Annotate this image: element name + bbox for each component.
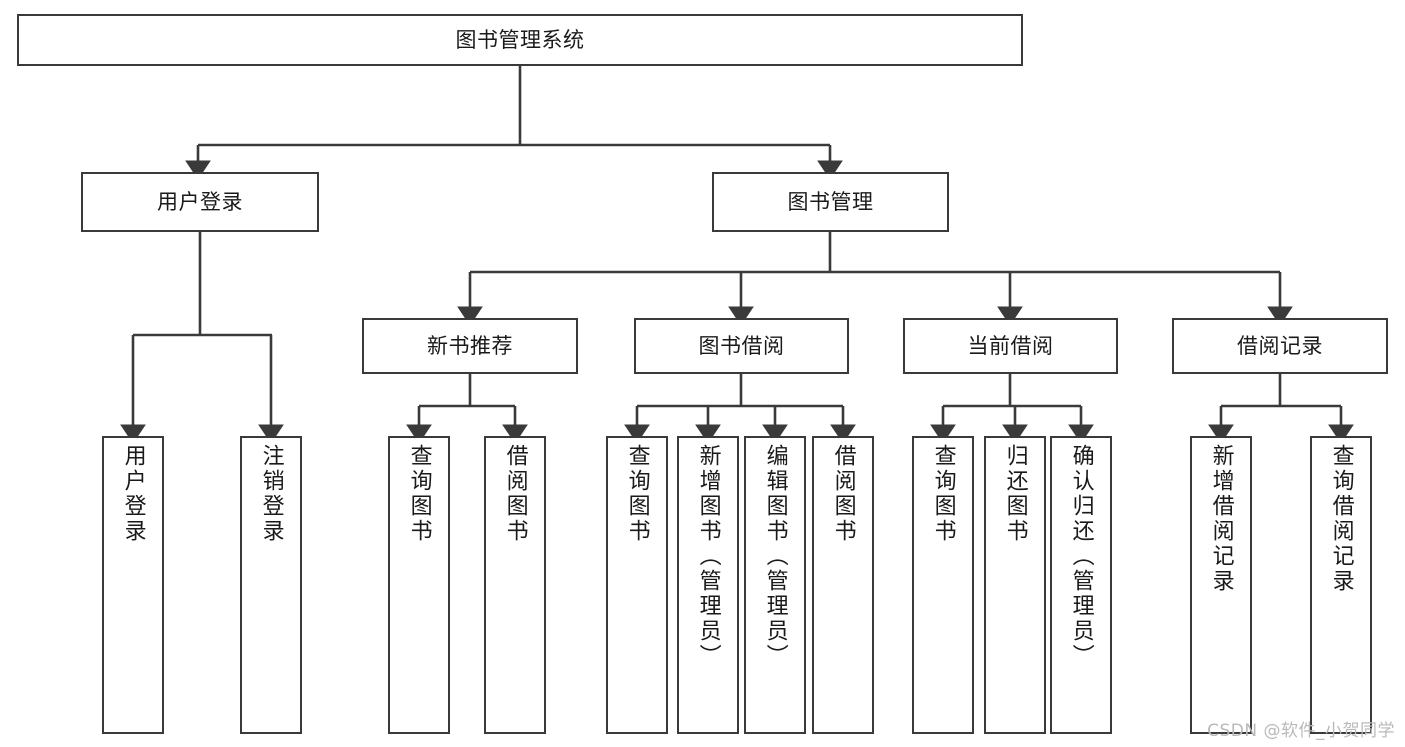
node-leaf-query-book-3-label: 查询图书 [930, 444, 956, 544]
node-leaf-query-record-label: 查询借阅记录 [1328, 444, 1354, 594]
node-leaf-query-book-1-label: 查询图书 [406, 444, 432, 544]
node-leaf-borrow-book-2-label: 借阅图书 [830, 444, 856, 544]
node-leaf-edit-book[interactable]: 编辑图书（管理员） [744, 436, 806, 734]
node-leaf-query-book-2[interactable]: 查询图书 [606, 436, 668, 734]
node-leaf-add-book-label: 新增图书（管理员） [695, 444, 721, 669]
node-leaf-return-book[interactable]: 归还图书 [984, 436, 1046, 734]
node-new-book-recommend[interactable]: 新书推荐 [362, 318, 578, 374]
node-root[interactable]: 图书管理系统 [17, 14, 1023, 66]
node-leaf-add-record[interactable]: 新增借阅记录 [1190, 436, 1252, 734]
csdn-watermark: CSDN @软件_小贺同学 [1207, 721, 1395, 741]
node-current-borrow-label: 当前借阅 [967, 333, 1054, 358]
node-borrow-record-label: 借阅记录 [1237, 333, 1323, 358]
node-user-login[interactable]: 用户登录 [81, 172, 319, 232]
node-leaf-user-login-label: 用户登录 [120, 444, 146, 544]
node-root-label: 图书管理系统 [455, 27, 585, 52]
node-leaf-return-book-label: 归还图书 [1002, 444, 1028, 544]
node-book-borrow-label: 图书借阅 [698, 333, 785, 358]
node-borrow-record[interactable]: 借阅记录 [1172, 318, 1388, 374]
node-leaf-query-book-1[interactable]: 查询图书 [388, 436, 450, 734]
node-leaf-user-logout-label: 注销登录 [258, 444, 284, 544]
node-leaf-confirm-return[interactable]: 确认归还（管理员） [1050, 436, 1112, 734]
node-leaf-query-book-2-label: 查询图书 [624, 444, 650, 544]
node-leaf-confirm-return-label: 确认归还（管理员） [1068, 444, 1094, 669]
node-user-login-label: 用户登录 [157, 189, 243, 214]
node-leaf-edit-book-label: 编辑图书（管理员） [762, 444, 788, 669]
node-leaf-add-book[interactable]: 新增图书（管理员） [677, 436, 739, 734]
node-leaf-add-record-label: 新增借阅记录 [1208, 444, 1234, 594]
node-book-borrow[interactable]: 图书借阅 [634, 318, 849, 374]
node-leaf-user-login[interactable]: 用户登录 [102, 436, 164, 734]
node-book-manage-label: 图书管理 [787, 189, 874, 214]
node-leaf-query-book-3[interactable]: 查询图书 [912, 436, 974, 734]
node-leaf-borrow-book-1[interactable]: 借阅图书 [484, 436, 546, 734]
node-book-manage[interactable]: 图书管理 [712, 172, 949, 232]
node-leaf-user-logout[interactable]: 注销登录 [240, 436, 302, 734]
node-current-borrow[interactable]: 当前借阅 [903, 318, 1118, 374]
node-leaf-borrow-book-1-label: 借阅图书 [502, 444, 528, 544]
node-leaf-query-record[interactable]: 查询借阅记录 [1310, 436, 1372, 734]
node-leaf-borrow-book-2[interactable]: 借阅图书 [812, 436, 874, 734]
node-new-book-recommend-label: 新书推荐 [427, 333, 513, 358]
